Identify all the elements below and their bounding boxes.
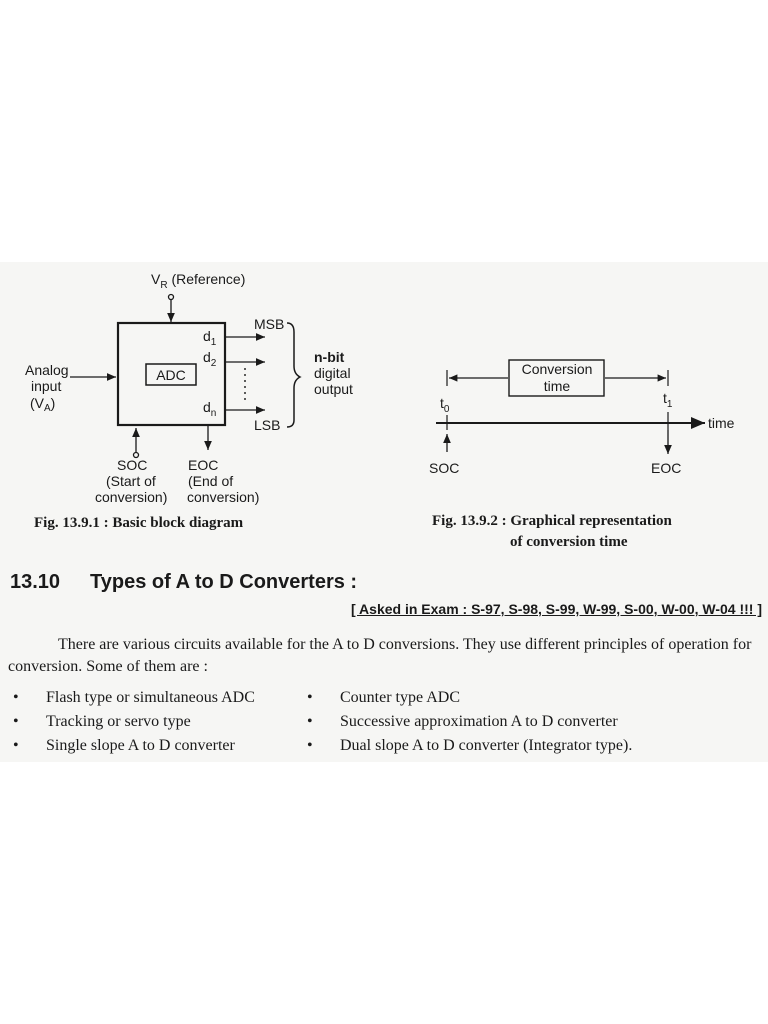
soc-line3: conversion) — [95, 489, 167, 505]
figures-area: VR (Reference) ADC Analog input (VA) d1 … — [25, 271, 735, 505]
section-number: 13.10 — [10, 571, 61, 593]
converter-block — [116, 321, 227, 427]
conversion-time-graph: Conversion time time t0 t1 SOC EOC — [429, 359, 735, 476]
section-heading: 13.10 Types of A to D Converters : — [10, 571, 357, 594]
conversion-time-line1: Conversion — [522, 361, 593, 377]
adc-inner-box — [145, 363, 197, 386]
list-item: •Flash type or simultaneous ADC — [13, 689, 255, 706]
soc-line2: (Start of — [106, 473, 156, 489]
d2-label: d2 — [203, 349, 217, 369]
fig2-caption-line2: of conversion time — [510, 534, 628, 550]
output-brace — [286, 322, 302, 428]
section-title: Types of A to D Converters : — [90, 571, 358, 593]
eoc-line3: conversion) — [187, 489, 259, 505]
adc-label: ADC — [156, 367, 186, 383]
ref-label: VR (Reference) — [151, 271, 245, 291]
lsb-label: LSB — [254, 417, 280, 433]
asked-in-exam: [ Asked in Exam : S-97, S-98, S-99, W-99… — [351, 601, 762, 617]
msb-label: MSB — [254, 316, 284, 332]
output-line2: digital — [314, 365, 351, 381]
output-line3: output — [314, 381, 353, 397]
output-line1: n-bit — [314, 349, 345, 365]
soc-label: SOC — [117, 457, 147, 473]
eoc-line2: (End of — [188, 473, 233, 489]
analog-input-line3: (VA) — [30, 395, 55, 414]
list-item: •Successive approximation A to D convert… — [307, 713, 618, 730]
soc-terminal — [132, 451, 140, 459]
soc-label: SOC — [429, 460, 459, 476]
ref-terminal — [167, 293, 175, 301]
basic-block-diagram: VR (Reference) ADC Analog input (VA) d1 … — [25, 271, 353, 505]
list-item: •Single slope A to D converter — [13, 737, 235, 754]
conversion-time-box — [508, 359, 605, 397]
t1-label: t1 — [663, 390, 673, 410]
analog-input-line2: input — [31, 378, 61, 394]
time-label: time — [708, 415, 735, 431]
bullet-list-right: •Counter type ADC •Successive approximat… — [307, 686, 747, 758]
dn-label: dn — [203, 399, 216, 419]
eoc-label: EOC — [651, 460, 681, 476]
fig2-caption-line1: Fig. 13.9.2 : Graphical representation — [432, 513, 672, 529]
d1-label: d1 — [203, 328, 217, 348]
t0-label: t0 — [440, 395, 450, 415]
scanned-page-region — [0, 262, 768, 762]
eoc-label: EOC — [188, 457, 218, 473]
list-item: •Dual slope A to D converter (Integrator… — [307, 737, 633, 754]
fig1-caption: Fig. 13.9.1 : Basic block diagram — [34, 515, 244, 531]
intro-paragraph: There are various circuits available for… — [8, 636, 752, 675]
list-item: •Tracking or servo type — [13, 713, 191, 730]
bullet-list-left: •Flash type or simultaneous ADC •Trackin… — [13, 686, 298, 758]
list-item: •Counter type ADC — [307, 689, 460, 706]
conversion-time-line2: time — [544, 378, 571, 394]
analog-input-line1: Analog — [25, 362, 69, 378]
